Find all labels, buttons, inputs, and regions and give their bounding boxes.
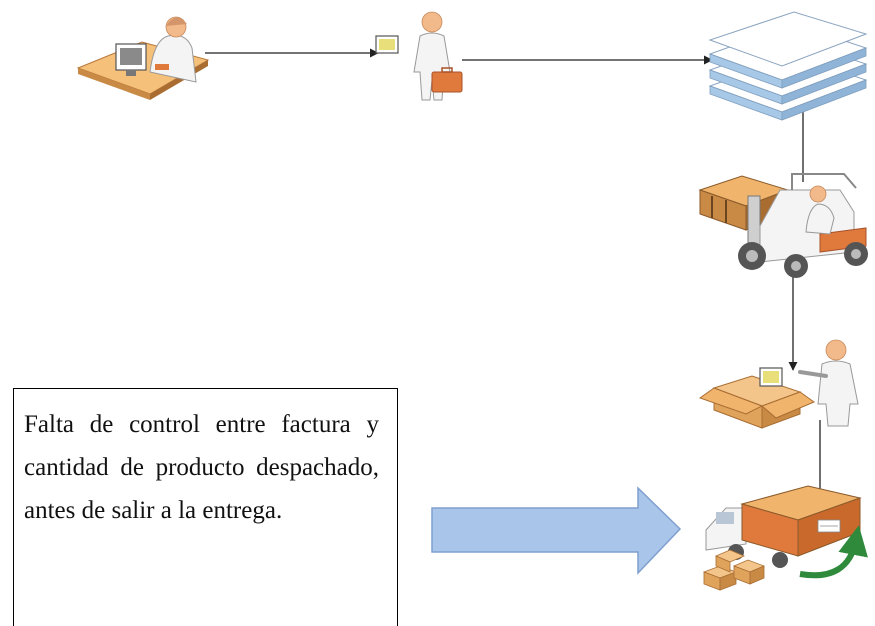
return-arrow-icon bbox=[799, 525, 868, 579]
note-text: Falta de control entre factura y cantida… bbox=[24, 411, 379, 524]
forklift-with-crate-icon bbox=[698, 173, 868, 278]
block-arrow-right-icon bbox=[431, 486, 682, 575]
person-at-desk-icon bbox=[76, 16, 210, 100]
paper-stack-icon bbox=[708, 11, 868, 121]
person-with-briefcase-icon bbox=[375, 11, 463, 101]
package-pile bbox=[702, 549, 766, 591]
person-packing-box-icon bbox=[698, 339, 859, 429]
note-box: Falta de control entre factura y cantida… bbox=[13, 388, 398, 626]
delivery-truck-icon bbox=[702, 485, 868, 591]
